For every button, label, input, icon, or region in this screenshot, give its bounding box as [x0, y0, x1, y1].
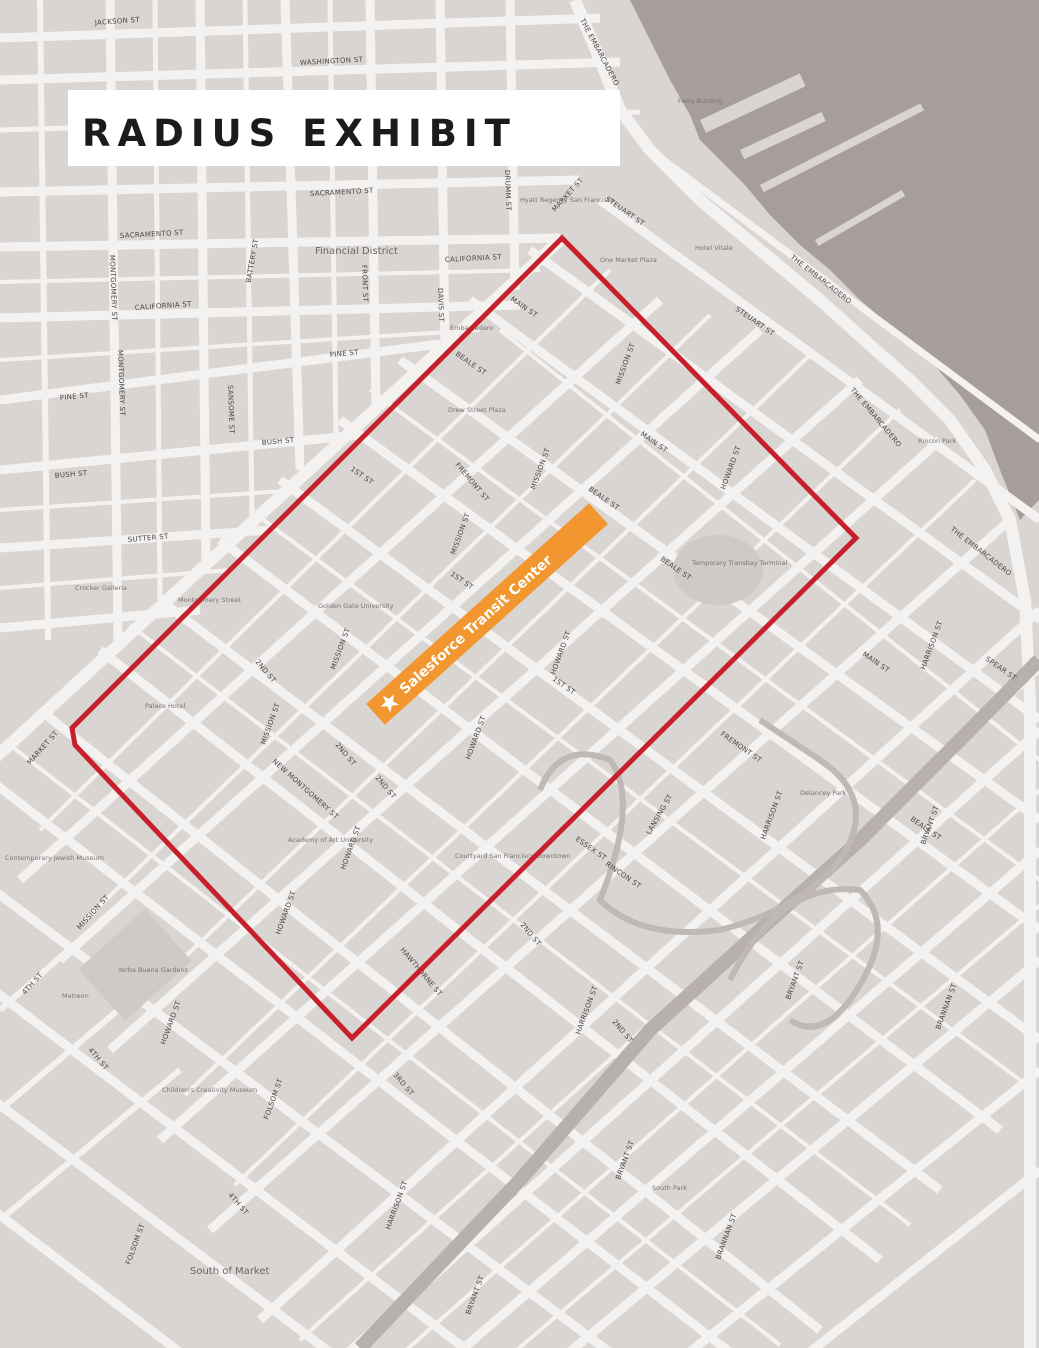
place-label-metreon: Metreon	[62, 992, 89, 1000]
street-label-sansome: SANSOME ST	[226, 385, 236, 435]
pier	[740, 111, 826, 160]
temp-terminal-area	[673, 535, 763, 605]
street-label-drumm: DRUMM ST	[503, 170, 512, 211]
pier	[815, 190, 906, 247]
street-label-montgomery-st-2: MONTGOMERY ST	[116, 350, 126, 417]
star-icon	[380, 694, 399, 713]
district-label-financial: Financial District	[315, 246, 398, 257]
place-label-delancey: Delancey Park	[800, 789, 847, 797]
place-label-temp-terminal: Temporary Transbay Terminal	[691, 559, 787, 567]
title-box	[68, 90, 620, 166]
pier	[759, 103, 925, 193]
street-label-pine: PINE ST	[329, 348, 359, 359]
place-label-ferry: Ferry Building	[678, 97, 723, 105]
pier	[700, 73, 806, 133]
place-label-hyatt: Hyatt Regency San Francisco	[520, 196, 615, 204]
street-label-bush-2: BUSH ST	[54, 469, 88, 480]
street-label-washington: WASHINGTON ST	[300, 56, 364, 67]
street-label-california: CALIFORNIA ST	[135, 300, 193, 312]
street-label-jackson: JACKSON ST	[94, 16, 141, 27]
place-label-crocker: Crocker Galleria	[75, 584, 127, 592]
street-label-front: FRONT ST	[360, 265, 369, 303]
place-label-drewstreet: Drew Street Plaza	[448, 406, 506, 414]
place-label-one-market: One Market Plaza	[600, 256, 657, 264]
street-label-sacramento: SACRAMENTO ST	[120, 229, 185, 240]
street-label-montgomery-st: MONTGOMERY ST	[108, 255, 118, 322]
street-label-davis: DAVIS ST	[436, 288, 445, 323]
street-label-pine-2: PINE ST	[59, 391, 89, 402]
place-label-hotel-vitale: Hotel Vitale	[695, 244, 733, 252]
street-label-california-2: CALIFORNIA ST	[445, 253, 503, 264]
district-label-som: South of Market	[190, 1266, 270, 1277]
freeway-ramp	[727, 886, 881, 1030]
embarcadero-road	[569, 0, 1036, 1348]
freeway-ramp	[537, 717, 859, 935]
place-label-childrens: Children's Creativity Museum	[162, 1086, 257, 1094]
radius-boundary[interactable]	[69, 234, 860, 1042]
place-label-cjm: Contemporary Jewish Museum	[5, 854, 104, 862]
street-label-sacramento-2: SACRAMENTO ST	[310, 187, 375, 198]
place-label-palace: Palace Hotel	[145, 702, 185, 710]
page-title: RADIUS EXHIBIT	[82, 112, 517, 155]
place-label-south-park: South Park	[652, 1184, 687, 1192]
bay-water	[630, 0, 1039, 520]
street-label-sutter: SUTTER ST	[127, 532, 169, 544]
place-label-courtyard: Courtyard San Francisco Downtown	[455, 852, 571, 860]
downtown-grid	[0, 0, 641, 641]
place-label-aau: Academy of Art University	[288, 836, 373, 844]
place-label-montgomery: Montgomery Street	[178, 596, 241, 604]
transit-center-bar	[366, 503, 608, 725]
place-label-rincon: Rincon Park	[918, 437, 956, 445]
place-label-yerba: Yerba Buena Gardens	[117, 966, 189, 974]
street-label-bush: BUSH ST	[261, 436, 295, 447]
yerba-buena-park	[78, 908, 192, 1022]
place-label-ggu: Golden Gate University	[318, 602, 394, 610]
soma-grid	[0, 147, 1039, 1348]
